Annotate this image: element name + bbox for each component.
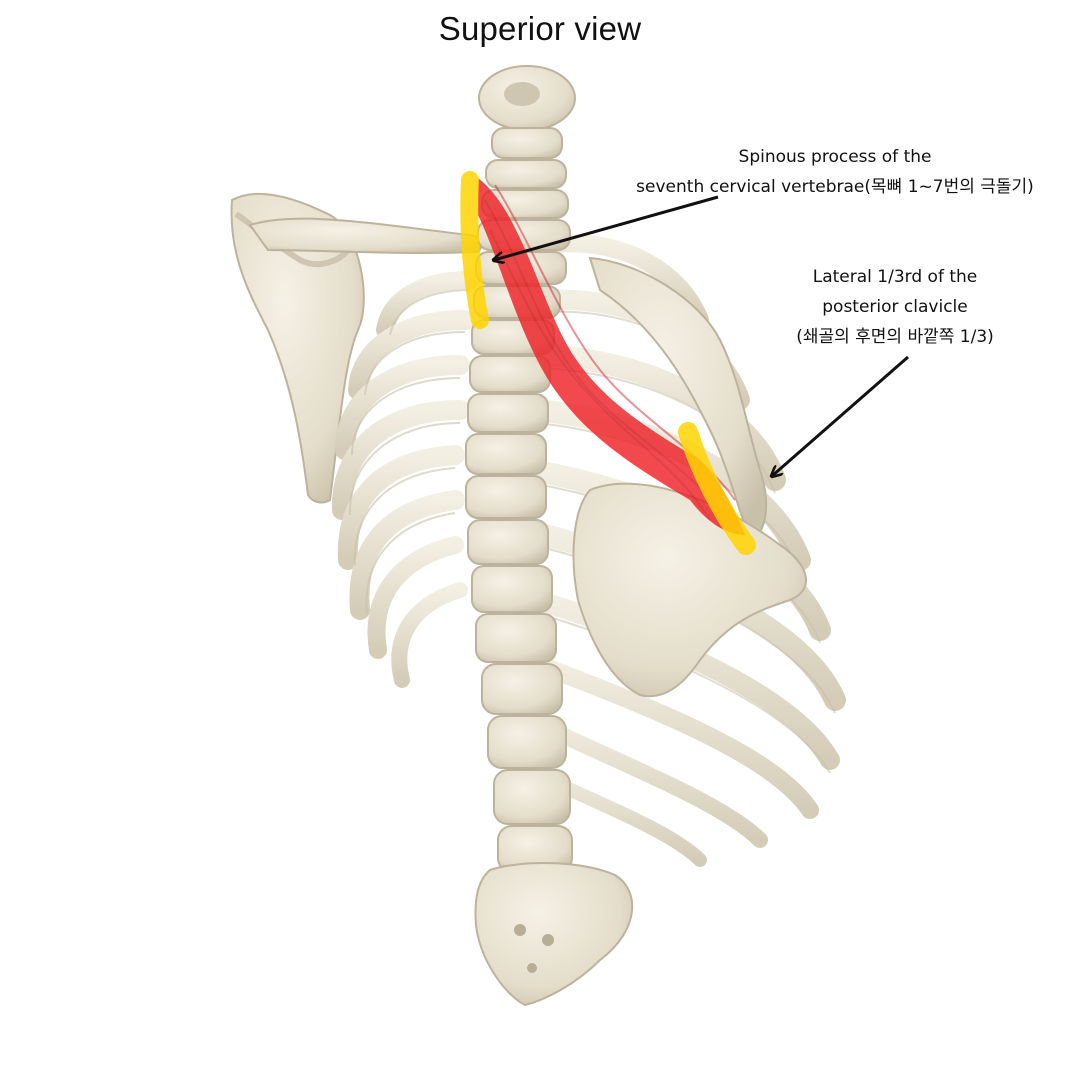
left-clavicle	[250, 219, 481, 253]
page-title: Superior view	[0, 10, 1080, 48]
origin-label: Spinous process of the seventh cervical …	[600, 142, 1070, 202]
insertion-label-line3: (쇄골의 후면의 바깥쪽 1/3)	[770, 322, 1020, 352]
origin-label-line1: Spinous process of the	[600, 142, 1070, 172]
sacrum	[476, 863, 633, 1005]
insertion-label: Lateral 1/3rd of the posterior clavicle …	[770, 262, 1020, 352]
insertion-label-line1: Lateral 1/3rd of the	[770, 262, 1020, 292]
origin-label-line2: seventh cervical vertebrae(목뼈 1~7번의 극돌기)	[600, 172, 1070, 202]
insertion-arrow	[772, 357, 908, 476]
insertion-label-line2: posterior clavicle	[770, 292, 1020, 322]
